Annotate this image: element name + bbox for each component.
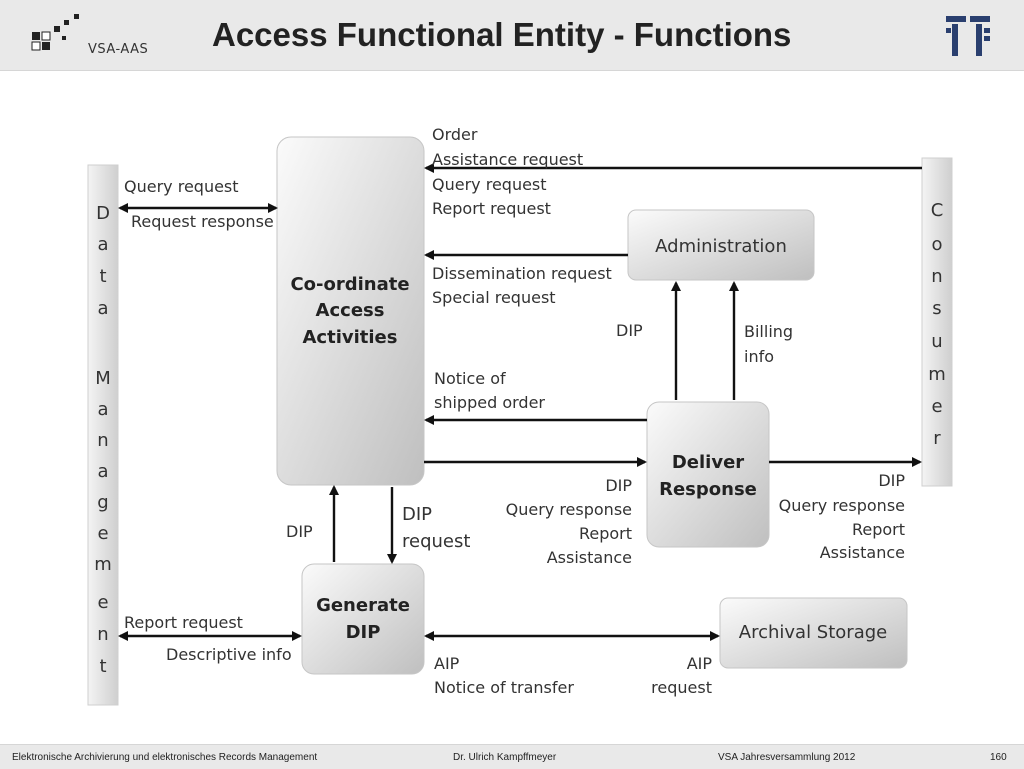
svg-text:a: a — [97, 461, 108, 482]
svg-text:D: D — [96, 203, 110, 224]
label-report-request-dm: Report request — [124, 613, 243, 632]
label-query-response-right: Query response — [779, 496, 905, 515]
footer-page-number: 160 — [990, 752, 1007, 763]
svg-text:e: e — [97, 523, 108, 544]
administration-box — [627, 209, 815, 281]
label-query-response-mid: Query response — [506, 500, 632, 519]
svg-text:n: n — [97, 430, 108, 451]
svg-text:a: a — [97, 399, 108, 420]
logo-text: VSA-AAS — [88, 42, 149, 57]
administration-label: Administration — [655, 236, 787, 257]
deliver-response-box — [646, 401, 770, 548]
label-shipped-order: shipped order — [434, 393, 545, 412]
consumer-label: C o n s u m e r — [928, 200, 946, 449]
flow-labels: Order Assistance request Query request R… — [124, 125, 905, 697]
svg-text:e: e — [97, 592, 108, 613]
svg-text:r: r — [933, 428, 941, 449]
label-dip-up: DIP — [286, 522, 313, 541]
label-query-request-dm: Query request — [124, 177, 239, 196]
label-descriptive-info: Descriptive info — [166, 645, 292, 664]
data-management-bar — [87, 164, 119, 706]
label-aip-left: AIP — [434, 654, 460, 673]
generate-label-2: DIP — [346, 622, 381, 643]
label-special-request: Special request — [432, 288, 556, 307]
svg-text:e: e — [931, 396, 942, 417]
label-order: Order — [432, 125, 478, 144]
svg-text:s: s — [932, 298, 941, 319]
label-notice-of: Notice of — [434, 369, 506, 388]
coordinate-label-1: Co-ordinate — [290, 274, 409, 295]
footer-event: VSA Jahresversammlung 2012 — [718, 752, 856, 763]
label-dip-request-2: request — [402, 531, 470, 552]
label-report-right: Report — [852, 520, 905, 539]
brand-mark-icon — [946, 16, 990, 56]
label-assistance-mid: Assistance — [547, 548, 632, 567]
data-management-label: D a t a M a n a g e m e n t — [94, 203, 112, 677]
footer-course: Elektronische Archivierung und elektroni… — [12, 752, 318, 763]
label-assistance-request: Assistance request — [432, 150, 583, 169]
svg-text:g: g — [97, 492, 108, 513]
label-billing-info: info — [744, 347, 774, 366]
footer-author: Dr. Ulrich Kampffmeyer — [453, 752, 557, 763]
svg-text:t: t — [99, 266, 106, 287]
generate-label-1: Generate — [316, 595, 410, 616]
vsa-aas-logo-icon — [31, 14, 79, 51]
archival-storage-label: Archival Storage — [739, 622, 887, 643]
archival-storage-box — [719, 597, 908, 669]
slide-title: Access Functional Entity - Functions — [212, 16, 792, 53]
svg-text:m: m — [928, 364, 946, 385]
label-dip-request-1: DIP — [402, 504, 432, 525]
label-report-request-consumer: Report request — [432, 199, 551, 218]
coordinate-label-2: Access — [316, 300, 385, 321]
label-dip-admin: DIP — [616, 321, 643, 340]
deliver-label-1: Deliver — [672, 452, 744, 473]
svg-text:u: u — [931, 331, 942, 352]
svg-text:C: C — [931, 200, 944, 221]
svg-text:t: t — [99, 656, 106, 677]
label-assistance-right: Assistance — [820, 543, 905, 562]
svg-text:a: a — [97, 298, 108, 319]
generate-dip-box — [301, 563, 425, 675]
deliver-label-2: Response — [659, 479, 757, 500]
label-dip-right: DIP — [878, 471, 905, 490]
label-dip-mid: DIP — [605, 476, 632, 495]
svg-text:M: M — [95, 368, 111, 389]
label-notice-of-transfer: Notice of transfer — [434, 678, 574, 697]
label-dissemination-request: Dissemination request — [432, 264, 612, 283]
svg-text:a: a — [97, 234, 108, 255]
consumer-bar — [921, 157, 953, 487]
label-aip-request: request — [651, 678, 712, 697]
label-report-mid: Report — [579, 524, 632, 543]
label-query-request-consumer: Query request — [432, 175, 547, 194]
svg-text:o: o — [931, 234, 942, 255]
svg-text:m: m — [94, 554, 112, 575]
svg-text:n: n — [931, 266, 942, 287]
svg-text:n: n — [97, 624, 108, 645]
label-aip-right: AIP — [687, 654, 713, 673]
slide-footer: Elektronische Archivierung und elektroni… — [0, 744, 1024, 769]
label-billing: Billing — [744, 322, 793, 341]
slide-header: VSA-AAS Access Functional Entity - Funct… — [0, 0, 1024, 71]
coordinate-access-box — [276, 136, 425, 486]
label-request-response: Request response — [131, 212, 274, 231]
coordinate-label-3: Activities — [303, 327, 398, 348]
